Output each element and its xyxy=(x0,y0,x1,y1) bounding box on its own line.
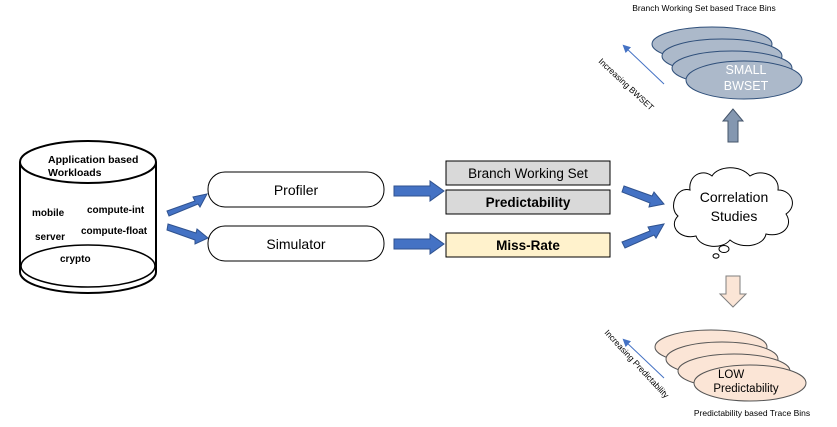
predictability-box: Predictability xyxy=(445,189,611,215)
arrow-db-to-simulator xyxy=(166,223,209,245)
predictability-bins-title: Predictability based Trace Bins xyxy=(694,408,810,418)
increasing-bwset-arrow xyxy=(622,44,665,85)
arrow-metrics-to-correlation xyxy=(621,185,665,208)
arrow-simulator-to-missrate xyxy=(393,233,445,255)
correlation-cloud: Correlation Studies xyxy=(673,167,793,259)
arrow-up-to-bwset-bins xyxy=(721,108,745,143)
workload-server: server xyxy=(35,232,65,243)
workload-crypto: crypto xyxy=(60,254,91,265)
correlation-line1: Correlation xyxy=(700,189,768,205)
bwset-bins-title: Branch Working Set based Trace Bins xyxy=(632,3,775,13)
workload-compute-float: compute-float xyxy=(81,226,148,237)
arrow-db-to-profiler xyxy=(166,193,208,217)
correlation-line2: Studies xyxy=(711,208,758,224)
increasing-bwset-label: Increasing BWSET xyxy=(597,56,656,112)
miss-rate-box: Miss-Rate xyxy=(445,232,611,258)
profiler-label: Profiler xyxy=(274,182,319,198)
arrow-missrate-to-correlation xyxy=(621,223,665,249)
increasing-predictability-label: Increasing Predictability xyxy=(603,328,672,401)
workload-compute-int: compute-int xyxy=(87,205,145,216)
bwset-trace-bins: Branch Working Set based Trace Bins SMAL… xyxy=(597,3,803,112)
profiler-box: Profiler xyxy=(207,171,385,208)
branch-working-set-box: Branch Working Set xyxy=(445,160,611,186)
arrow-profiler-to-metrics xyxy=(393,180,445,202)
bwset-bin-line1: SMALL xyxy=(726,63,767,77)
predictability-trace-bins: LOW Predictability Increasing Predictabi… xyxy=(603,328,811,418)
arrow-down-to-predictability-bins xyxy=(718,275,748,308)
simulator-box: Simulator xyxy=(207,225,385,262)
workloads-title-line2: Workloads xyxy=(48,167,102,179)
predictability-bin-line2: Predictability xyxy=(713,383,778,395)
branch-working-set-label: Branch Working Set xyxy=(468,166,588,181)
workload-database: Application based Workloads mobile compu… xyxy=(19,140,157,294)
increasing-predictability-arrow xyxy=(622,338,665,379)
workload-mobile: mobile xyxy=(32,208,65,219)
miss-rate-label: Miss-Rate xyxy=(496,238,560,253)
bwset-bin-line2: BWSET xyxy=(724,79,769,93)
predictability-bin-line1: LOW xyxy=(718,369,744,381)
simulator-label: Simulator xyxy=(266,236,325,252)
predictability-label: Predictability xyxy=(486,195,571,210)
workloads-title-line1: Application based xyxy=(48,154,138,166)
